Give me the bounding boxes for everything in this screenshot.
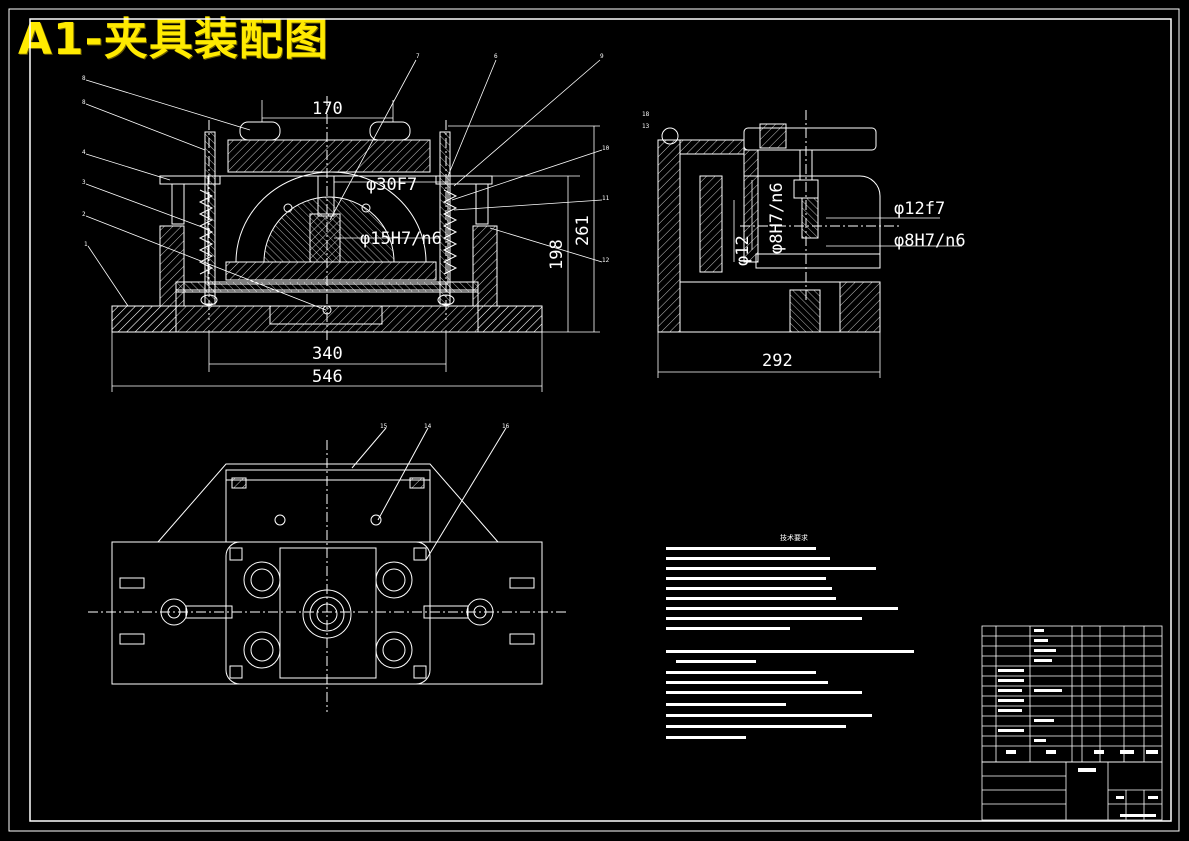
balloon-label: 9 [600, 53, 604, 60]
balloon-label: 8 [82, 75, 86, 82]
fit-30f7: φ30F7 [366, 175, 417, 195]
side-view [657, 110, 900, 333]
balloon-label: 18 [642, 111, 650, 118]
title-block [981, 625, 1163, 821]
inner-border [29, 18, 1172, 822]
balloon-label: 14 [424, 423, 432, 430]
front-view [111, 96, 543, 340]
fit-8h7n6-vertical: φ8H7/n6 [767, 182, 787, 254]
title-block-fills [998, 629, 1158, 817]
dim-170: 170 [312, 99, 343, 119]
top-view [88, 427, 566, 712]
side-dimensions [657, 180, 962, 378]
dim-198: 198 [547, 239, 567, 270]
balloon-label: 6 [494, 53, 498, 60]
leader-lines [85, 59, 603, 311]
technical-notes: 技术要求 [666, 533, 914, 739]
fit-15h7n6: φ15H7/n6 [360, 229, 442, 249]
balloon-label: 3 [82, 179, 86, 186]
dim-261: 261 [573, 215, 593, 246]
fit-12f7: φ12f7 [894, 199, 945, 219]
balloon-label: 12 [602, 257, 610, 264]
balloon-label: 1 [84, 241, 88, 248]
drawing-title: A1-夹具装配图 [18, 14, 329, 65]
front-dimension-texts: 170 340 546 φ30F7 φ15H7/n6 198 261 [312, 99, 593, 387]
balloon-label: 7 [416, 53, 420, 60]
balloon-label: 8 [82, 99, 86, 106]
dim-546: 546 [312, 367, 343, 387]
fit-12-vertical: φ12 [733, 235, 753, 266]
dim-340: 340 [312, 344, 343, 364]
balloon-label: 10 [602, 145, 610, 152]
balloon-label: 15 [380, 423, 388, 430]
balloon-label: 16 [502, 423, 510, 430]
side-dimension-texts: 292 φ12f7 φ8H7/n6 φ8H7/n6 φ12 [733, 182, 966, 371]
balloon-labels: 8 8 4 3 2 1 7 6 9 10 11 12 18 13 15 14 1… [82, 53, 650, 430]
outer-border [8, 8, 1180, 832]
balloon-label: 13 [642, 123, 650, 130]
fit-8h7n6-horizontal: φ8H7/n6 [894, 231, 966, 251]
notes-lines [666, 547, 914, 739]
balloon-label: 4 [82, 149, 86, 156]
balloon-label: 11 [602, 195, 610, 202]
notes-title: 技术要求 [780, 533, 808, 542]
dim-292: 292 [762, 351, 793, 371]
balloon-label: 2 [82, 211, 86, 218]
